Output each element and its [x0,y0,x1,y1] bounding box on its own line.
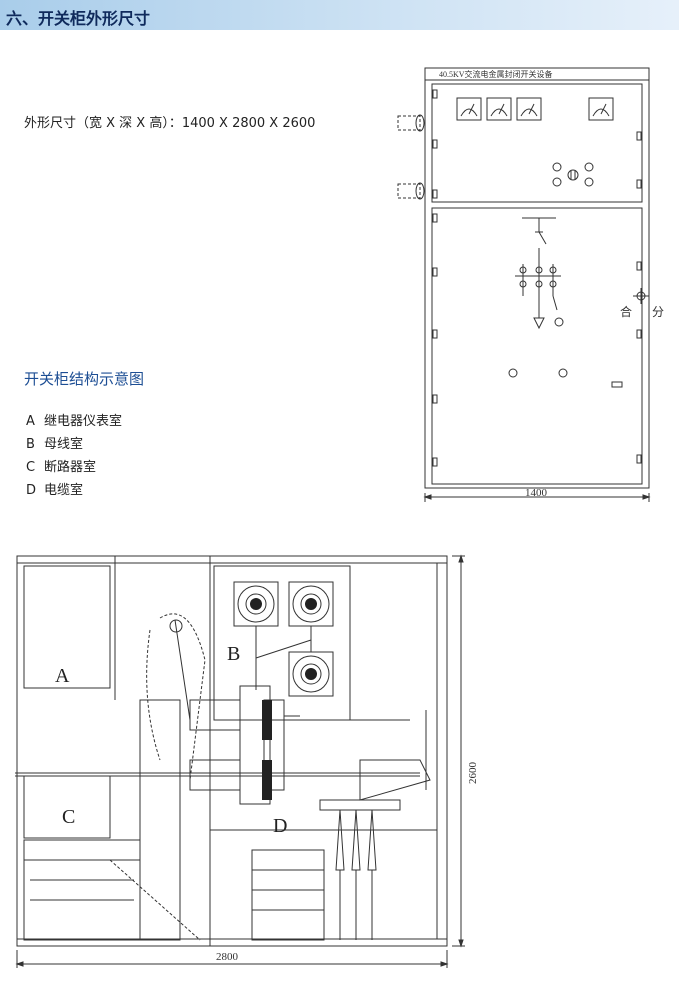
compartment-b [213,565,351,721]
depth-mark: 2800 [216,951,239,963]
front-panel-title: 40.5KV交流电金属封闭开关设备 [439,69,553,79]
breaker-truck [23,839,141,941]
indicator-lights [552,162,594,187]
close-label: 合 [620,304,632,319]
height-mark: 2600 [467,762,479,785]
door-hinges [432,89,642,467]
width-mark: 1400 [525,487,548,499]
open-label: 分 [652,305,664,319]
side-handles [397,115,421,199]
indicator-left [508,368,518,378]
compartment-c [23,775,111,839]
dimensions-text: 外形尺寸（宽 X 深 X 高）：1400 X 2800 X 2600 [24,116,316,131]
instrument-door [431,83,643,203]
label-a: A [55,665,70,687]
indicator-right [558,368,568,378]
contact-arms [189,685,300,805]
front-cabinet-outline [424,67,650,489]
compartment-a [23,565,111,689]
structure-title: 开关柜结构示意图 [24,370,145,388]
section-title: 六、开关柜外形尺寸 [6,9,151,28]
label-b: B [227,643,240,665]
label-c: C [62,806,75,828]
current-transformer [251,849,325,941]
label-d: D [273,815,287,837]
meter-icons [456,97,614,121]
side-cabinet-outline [16,555,448,947]
section-header: 六、开关柜外形尺寸 [0,0,679,30]
name-plate [611,381,623,388]
cable-terminations [319,799,401,940]
breaker-pole [139,699,181,941]
single-line-mimic [515,217,564,330]
breaker-door [431,207,643,485]
busbar-insulators [233,581,334,697]
earthing-switch [359,759,431,801]
close-open-switch [633,288,649,304]
